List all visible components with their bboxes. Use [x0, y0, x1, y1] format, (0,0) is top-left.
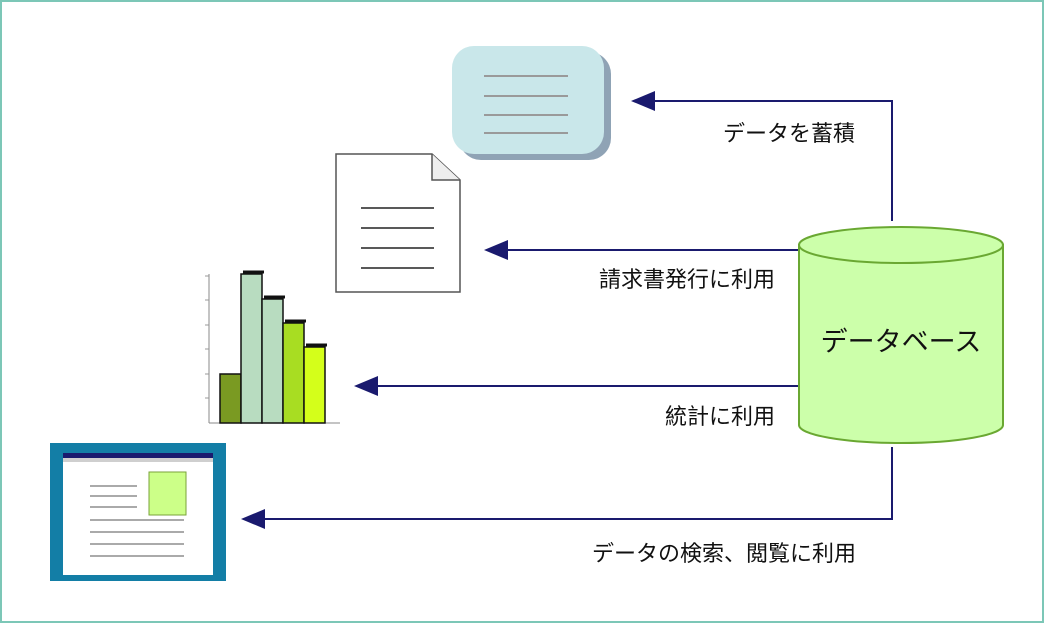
flow-label-invoice: 請求書発行に利用 [599, 268, 775, 293]
document-icon [335, 153, 461, 293]
flow-label-store: データを蓄積 [723, 122, 855, 147]
storage-icon [452, 46, 611, 160]
flow-label-stats: 統計に利用 [665, 405, 775, 430]
window-icon [50, 443, 226, 581]
arrow-store [631, 91, 893, 221]
flow-label-browse: データの検索、閲覧に利用 [592, 542, 856, 567]
arrow-browse [241, 447, 893, 529]
database-cylinder: データベース [798, 226, 1004, 444]
database-label: データベース [821, 327, 982, 358]
bar-chart-icon [205, 270, 340, 424]
